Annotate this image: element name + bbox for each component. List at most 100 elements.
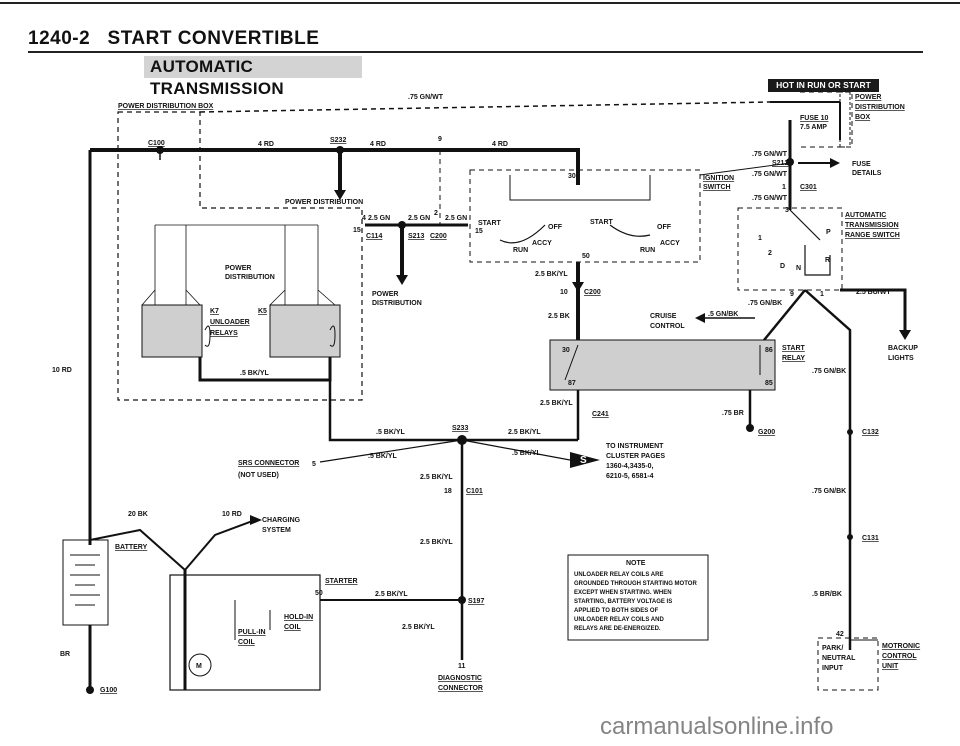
page-number: 1240-2 <box>28 28 91 49</box>
label-ign-accy2: ACCY <box>660 240 680 247</box>
label-num15a: 15 <box>353 227 361 234</box>
label-sw-p: P <box>826 229 831 236</box>
label-num10: 10 <box>560 289 568 296</box>
label-20bk: 20 BK <box>128 511 148 518</box>
page-title: START CONVERTIBLE <box>107 28 320 49</box>
watermark: carmanualsonline.info <box>600 713 834 740</box>
label-5brbk: .5 BR/BK <box>812 591 842 598</box>
label-num50b: 50 <box>315 590 323 597</box>
label-num3: 3 <box>785 207 789 214</box>
starter-motor <box>188 653 212 677</box>
note-line-6: UNLOADER RELAY COILS AND <box>574 617 664 623</box>
label-ignition2: SWITCH <box>703 184 731 191</box>
label-motronic3: UNIT <box>882 663 899 670</box>
label-25gn-2: 2.5 GN <box>408 215 430 222</box>
label-5gnbk: .5 GN/BK <box>708 311 738 318</box>
label-num18: 18 <box>444 488 452 495</box>
label-ign-run2: RUN <box>640 247 655 254</box>
label-c131: C131 <box>862 535 879 542</box>
page-header: 1240-2 START CONVERTIBLE <box>28 28 319 50</box>
label-num11: 11 <box>458 663 466 670</box>
ignition-switch-outline <box>469 169 701 263</box>
label-ign-accy1: ACCY <box>532 240 552 247</box>
label-diag1: DIAGNOSTIC <box>438 675 482 682</box>
label-num15b: 15 <box>475 228 483 235</box>
label-fuse-details2: DETAILS <box>852 170 882 177</box>
label-25bkyl-2: 2.5 BK/YL <box>540 400 573 407</box>
label-fuse-amp: 7.5 AMP <box>800 124 827 131</box>
start-relay <box>549 339 776 391</box>
hot-badge: HOT IN RUN OR START <box>768 79 879 92</box>
label-pdb-right1: POWER <box>855 94 881 101</box>
label-25bkyl-6: 2.5 BK/YL <box>375 591 408 598</box>
label-sw-n: N <box>796 265 801 272</box>
label-num9b: 9 <box>790 291 794 298</box>
motronic-outline <box>817 637 879 691</box>
label-srs2: (NOT USED) <box>238 472 279 479</box>
label-park3: INPUT <box>822 665 844 672</box>
label-c301: C301 <box>800 184 817 191</box>
wire-gnbk-right <box>804 289 852 650</box>
label-num1a: 1 <box>782 184 786 191</box>
label-ign-run1: RUN <box>513 247 528 254</box>
label-10rd-left: 10 RD <box>52 367 72 374</box>
label-motronic1: MOTRONIC <box>882 643 920 650</box>
label-holdin1: HOLD-IN <box>284 614 313 621</box>
label-25bkyl-1: 2.5 BK/YL <box>535 271 568 278</box>
label-srs1: SRS CONNECTOR <box>238 460 299 467</box>
label-num2: 2 <box>434 210 438 217</box>
label-75br: .75 BR <box>722 410 744 417</box>
label-auto-trans2: TRANSMISSION <box>845 222 899 229</box>
label-power-dist-box: POWER DISTRIBUTION BOX <box>118 103 214 110</box>
label-instr1: TO INSTRUMENT <box>606 443 664 450</box>
label-25gn-3: 2.5 GN <box>445 215 467 222</box>
label-park1: PARK/ <box>822 645 843 652</box>
ground-g200 <box>746 424 754 432</box>
top-border <box>0 2 960 4</box>
label-starter: STARTER <box>325 578 358 585</box>
starter-box <box>169 574 321 691</box>
label-c101: C101 <box>466 488 483 495</box>
label-s212: S212 <box>772 160 788 167</box>
label-c132: C132 <box>862 429 879 436</box>
label-g200: G200 <box>758 429 775 436</box>
label-25buwt: 2.5 BU/WT <box>856 289 891 296</box>
label-start-relay2: RELAY <box>782 355 805 362</box>
label-unloader: UNLOADER <box>210 319 250 326</box>
note-line-2: GROUNDED THROUGH STARTING MOTOR <box>574 581 697 587</box>
label-pd-left1: POWER <box>225 265 251 272</box>
label-holdin2: COIL <box>284 624 301 631</box>
label-s233: S233 <box>452 425 468 432</box>
label-num30b: 30 <box>562 347 570 354</box>
header-rule <box>28 51 923 53</box>
label-num9: 9 <box>438 136 442 143</box>
label-gnwt-top: .75 GN/WT <box>408 94 444 101</box>
label-num85: 85 <box>765 380 773 387</box>
s-badge-text: S <box>580 455 587 466</box>
label-num86: 86 <box>765 347 773 354</box>
note-line-5: APPLIED TO BOTH SIDES OF <box>574 608 659 614</box>
note-box <box>567 554 709 641</box>
label-auto-trans3: RANGE SWITCH <box>845 232 900 239</box>
label-ign-start2: START <box>590 219 614 226</box>
label-num50a: 50 <box>582 253 590 260</box>
note-line-1: UNLOADER RELAY COILS ARE <box>574 572 663 578</box>
label-charging1: CHARGING <box>262 517 301 524</box>
label-gnwt-4: .75 GN/WT <box>752 195 788 202</box>
label-25bkyl-3: 2.5 BK/YL <box>508 429 541 436</box>
label-backup1: BACKUP <box>888 345 918 352</box>
label-instr4: 6210-5, 6581-4 <box>606 473 654 480</box>
label-g100: G100 <box>100 687 117 694</box>
label-fuse10: FUSE 10 <box>800 115 829 122</box>
label-diag2: CONNECTOR <box>438 685 483 692</box>
label-5bkyl-3: .5 BK/YL <box>368 453 398 460</box>
note-line-4: STARTING, BATTERY VOLTAGE IS <box>574 599 672 605</box>
label-motor-m: M <box>196 663 202 670</box>
label-num30a: 30 <box>568 173 576 180</box>
label-5bkyl-4: .5 BK/YL <box>512 450 542 457</box>
label-25bkyl-7: 2.5 BK/YL <box>402 624 435 631</box>
label-ign-off2: OFF <box>657 224 672 231</box>
label-sw-r: R <box>825 257 830 264</box>
label-pd-mid1: POWER <box>372 291 398 298</box>
